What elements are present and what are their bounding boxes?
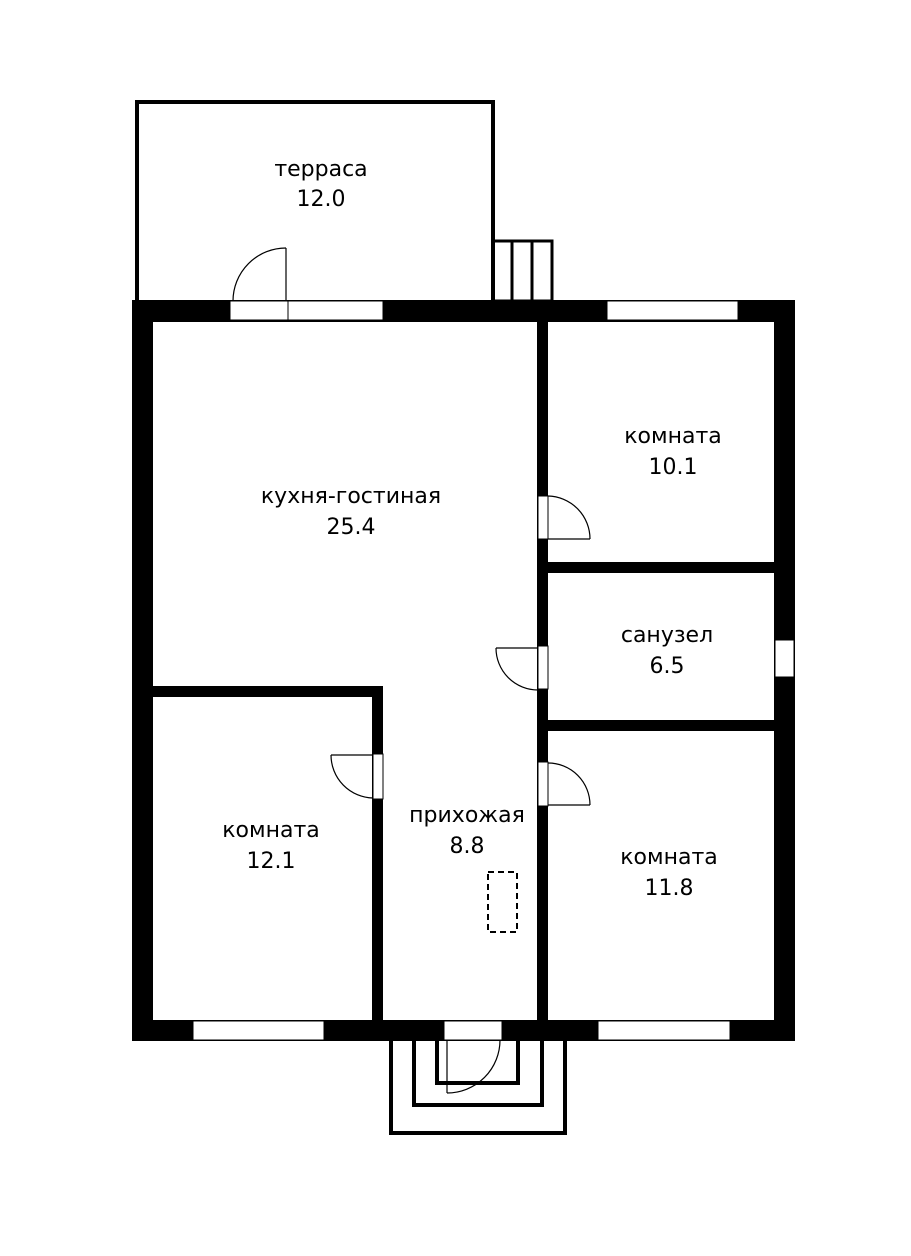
room-name: комната [620, 845, 718, 870]
room-name: комната [222, 818, 320, 843]
room-bedroom-2: комната 12.1 [222, 818, 320, 874]
room-bathroom: санузел 6.5 [621, 623, 713, 679]
doors [232, 247, 591, 1094]
room-area: 8.8 [450, 834, 485, 859]
hallway-fixture [487, 871, 518, 933]
room-area: 10.1 [649, 455, 698, 480]
windows [192, 300, 795, 1041]
room-area: 11.8 [645, 876, 694, 901]
room-hallway: прихожая 8.8 [409, 803, 525, 859]
room-area: 12.0 [297, 187, 346, 212]
exterior-walls [132, 300, 795, 1041]
room-area: 6.5 [650, 654, 685, 679]
room-kitchen-living: кухня-гостиная 25.4 [261, 484, 441, 540]
room-area: 25.4 [327, 515, 376, 540]
room-bedroom-3: комната 11.8 [620, 845, 718, 901]
room-name: терраса [274, 157, 367, 182]
room-bedroom-1: комната 10.1 [624, 424, 722, 480]
entrance-steps [389, 1041, 567, 1135]
room-terrace: терраса 12.0 [274, 157, 367, 212]
room-area: 12.1 [247, 849, 296, 874]
room-name: санузел [621, 623, 713, 648]
room-name: кухня-гостиная [261, 484, 441, 509]
room-name: комната [624, 424, 722, 449]
room-name: прихожая [409, 803, 525, 828]
terrace-steps [491, 239, 554, 303]
